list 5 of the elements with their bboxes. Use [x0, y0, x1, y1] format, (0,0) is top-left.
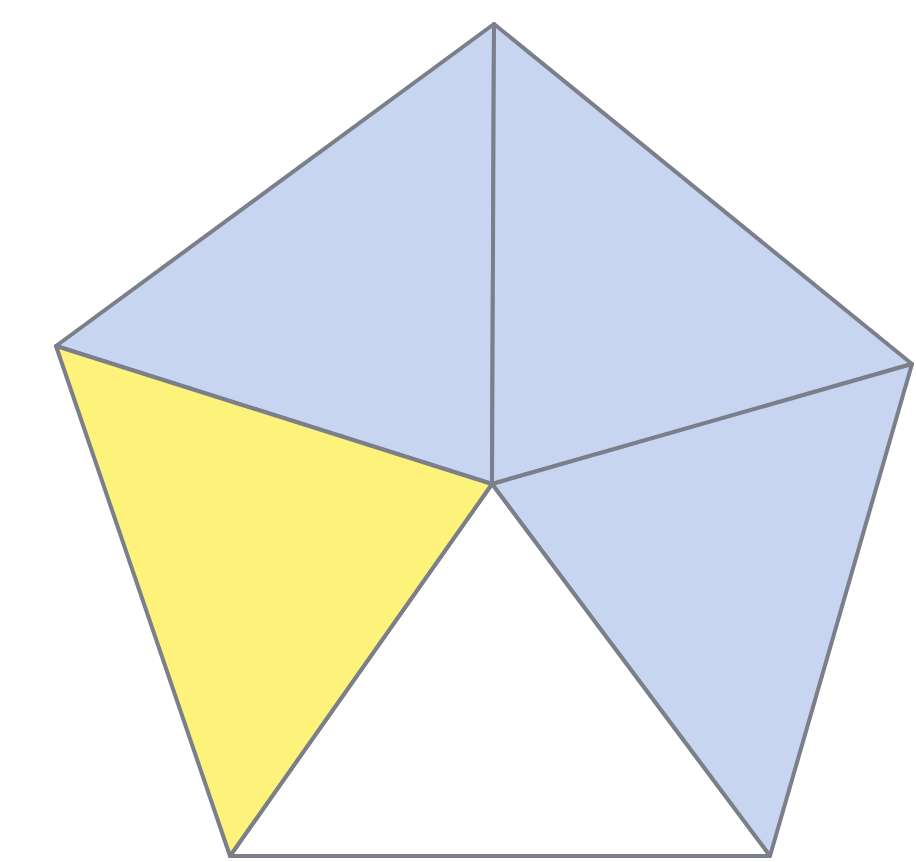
triangle-piece	[490, 22, 914, 486]
triangle-piece	[54, 22, 496, 486]
triangle-piece	[490, 362, 914, 858]
triangle-piece	[228, 482, 772, 858]
triangle-piece	[54, 344, 494, 858]
